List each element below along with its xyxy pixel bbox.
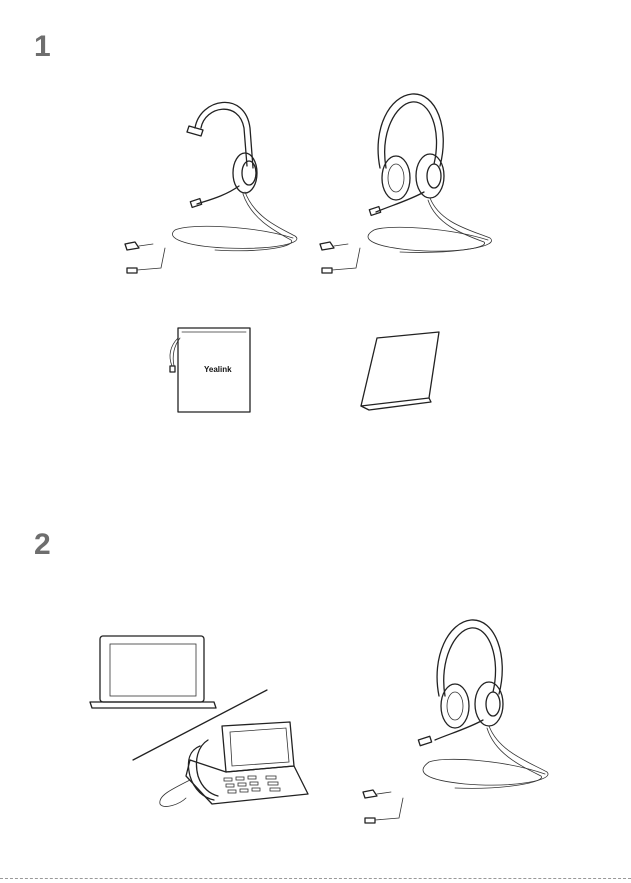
mono-headset-icon	[105, 88, 305, 288]
step-number-2: 2	[34, 530, 51, 560]
carrying-pouch-icon: Yealink	[160, 322, 260, 422]
stereo-headset-icon	[355, 612, 555, 832]
stereo-headset-icon	[300, 88, 500, 288]
step-number-1: 1	[34, 32, 51, 62]
pouch-brand-label: Yealink	[204, 365, 232, 374]
quick-start-guide-icon	[355, 328, 455, 418]
desk-phone-icon	[150, 720, 320, 815]
page-bottom-rule	[0, 878, 631, 879]
